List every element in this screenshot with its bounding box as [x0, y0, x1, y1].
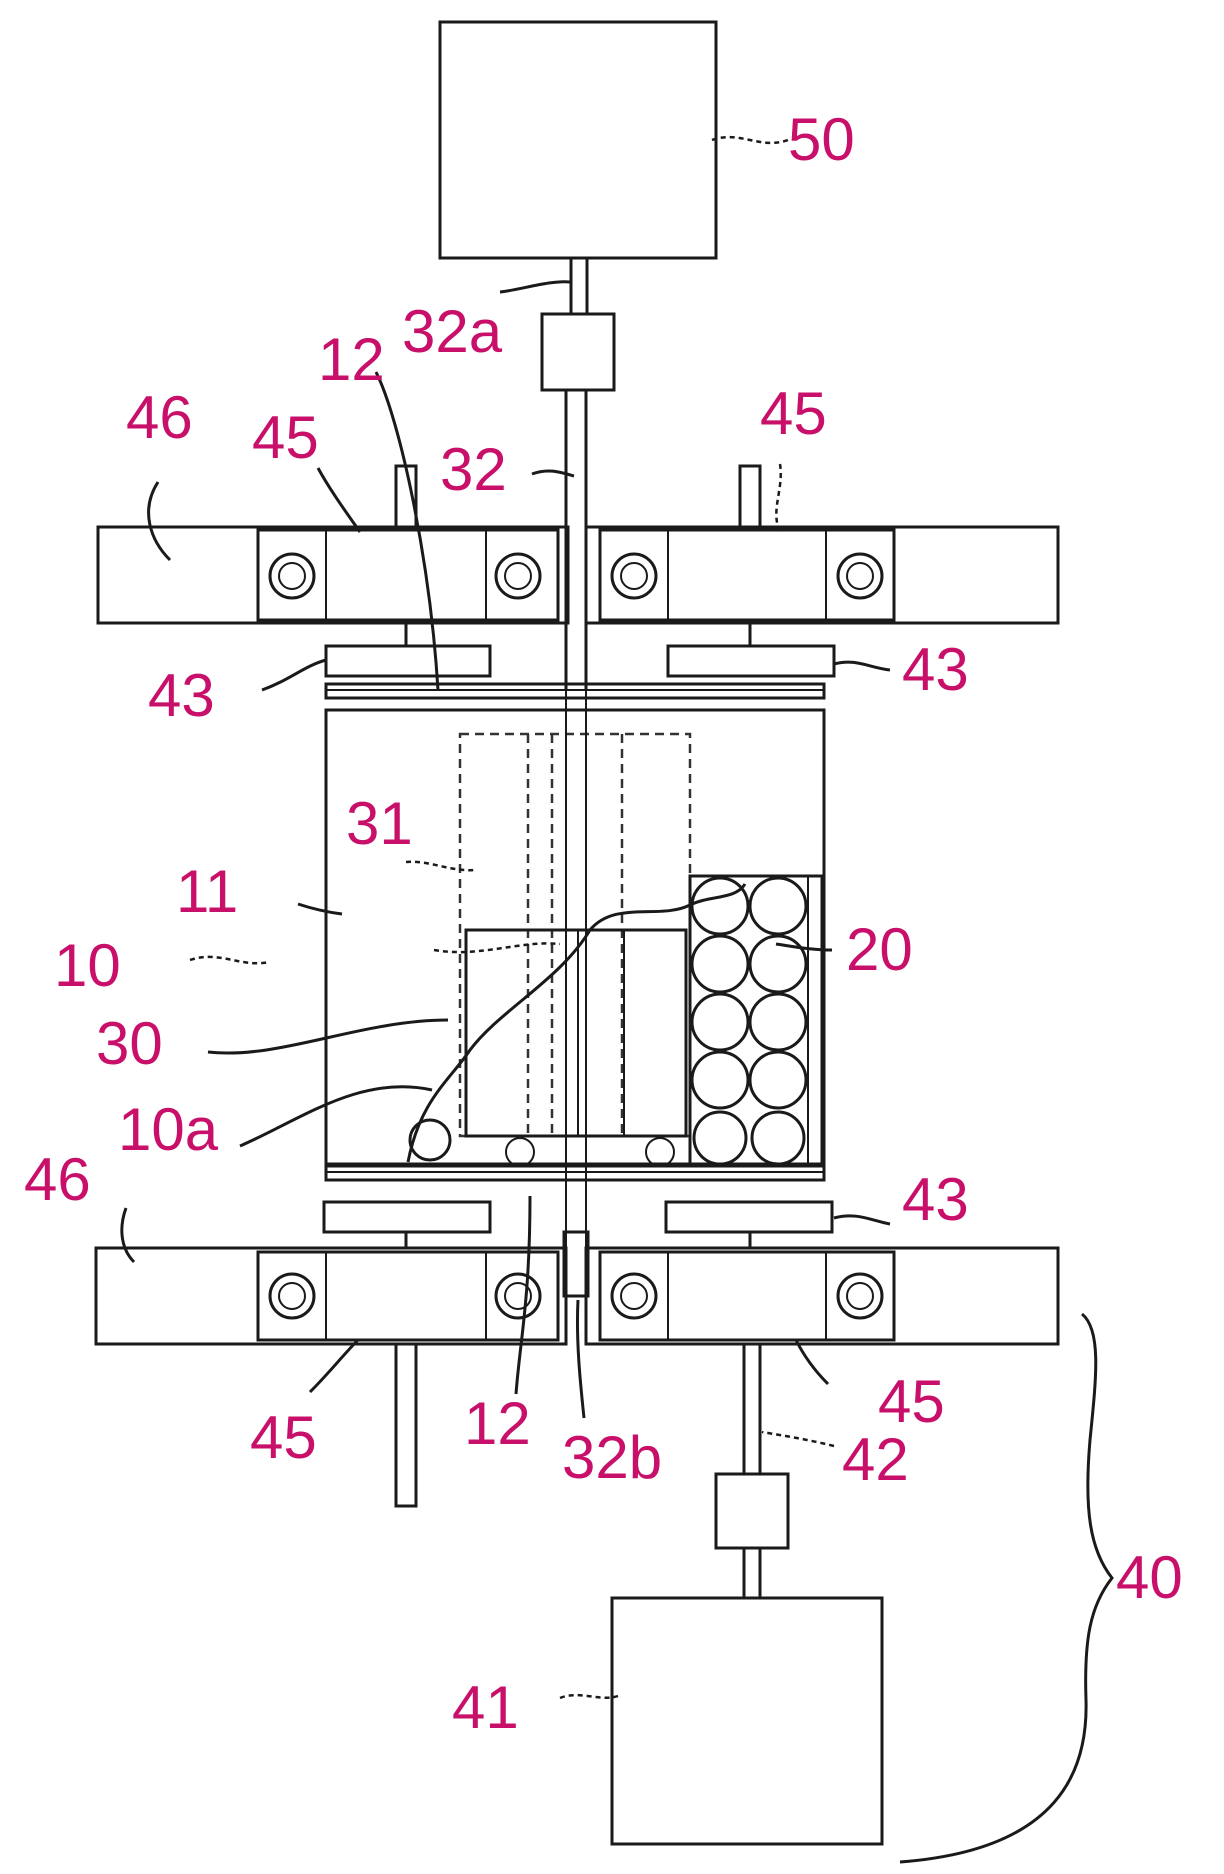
- label-40: 40: [1116, 1544, 1183, 1611]
- bottom-pin-left: [394, 1342, 418, 1508]
- label-46-top: 46: [126, 384, 193, 451]
- bottom-bearing-left: [256, 1250, 560, 1342]
- label-45-top-left: 45: [252, 404, 319, 471]
- bottom-bearing-right: [598, 1250, 896, 1342]
- leader-32: [531, 469, 575, 478]
- shaft-end-32b: [562, 1230, 590, 1298]
- leader-20: [775, 942, 833, 952]
- lower-roller-right: [664, 1200, 834, 1234]
- leader-41: [559, 1693, 619, 1700]
- leader-32a: [499, 280, 571, 294]
- inner-frame-31: [458, 732, 692, 1138]
- upper-roller-right: [666, 644, 836, 678]
- leader-12-bottom: [514, 1195, 532, 1395]
- label-45-bottom-right: 45: [878, 1368, 945, 1435]
- leader-31b: [433, 942, 561, 954]
- label-10a: 10a: [118, 1096, 219, 1163]
- leader-45-bottom-left: [308, 1338, 360, 1394]
- leader-32b: [575, 1299, 586, 1419]
- leader-46-bottom: [120, 1207, 136, 1264]
- leader-12-top: [374, 371, 440, 691]
- leader-42: [761, 1430, 835, 1448]
- label-50: 50: [788, 106, 855, 173]
- leader-45-bottom-right: [794, 1339, 830, 1386]
- label-41: 41: [452, 1674, 519, 1741]
- top-bearing-right: [598, 528, 896, 622]
- top-bearing-left: [256, 528, 560, 622]
- bolt-icon: [494, 552, 542, 600]
- leader-43-upper-left: [261, 658, 327, 692]
- top-motor-box: [438, 20, 718, 260]
- container-body: [324, 708, 826, 1166]
- label-32a: 32a: [402, 298, 503, 365]
- bolt-icon: [268, 552, 316, 600]
- label-46-bottom: 46: [24, 1146, 91, 1213]
- label-11: 11: [176, 858, 238, 925]
- top-pin-right: [738, 464, 762, 530]
- label-31: 31: [346, 790, 413, 857]
- label-12-bottom: 12: [464, 1390, 531, 1457]
- leader-46-top: [147, 481, 172, 562]
- leader-10: [189, 955, 271, 965]
- label-20: 20: [846, 916, 913, 983]
- label-45-top-right: 45: [760, 380, 827, 447]
- bottom-motor-box: [610, 1596, 884, 1846]
- bolt-icon: [610, 1272, 658, 1320]
- leader-11: [297, 902, 343, 916]
- leader-50: [711, 135, 789, 145]
- upper-roller-left: [324, 644, 492, 678]
- bolt-icon: [836, 552, 884, 600]
- media-balls: [690, 876, 808, 1166]
- top-frame-bar-left: [96, 525, 570, 625]
- bolt-icon: [494, 1272, 542, 1320]
- label-42: 42: [842, 1426, 909, 1493]
- top-frame-bar-right: [584, 525, 1060, 625]
- cutaway-boundary: [406, 883, 747, 1163]
- assembly-brace-40: [899, 1312, 1114, 1864]
- bolt-icon: [836, 1272, 884, 1320]
- inner-assembly-30: [464, 928, 688, 1138]
- bolt-icon: [268, 1272, 316, 1320]
- label-30: 30: [96, 1010, 163, 1077]
- lower-coupling: [714, 1472, 790, 1550]
- leader-43-lower-right: [833, 1214, 891, 1226]
- leader-45-top-left: [316, 467, 362, 533]
- label-43-upper-left: 43: [148, 662, 215, 729]
- leader-10a: [239, 1085, 433, 1148]
- label-43-upper-right: 43: [902, 636, 969, 703]
- label-32b: 32b: [562, 1424, 662, 1491]
- media-area-20: [688, 874, 824, 1166]
- leader-30: [207, 1018, 449, 1055]
- bottom-media-balls: [408, 1118, 675, 1167]
- label-43-lower-right: 43: [902, 1166, 969, 1233]
- bolt-icon: [610, 552, 658, 600]
- lower-roller-left: [322, 1200, 492, 1234]
- leader-45-top-right: [775, 463, 782, 533]
- label-12-top: 12: [318, 326, 385, 393]
- label-45-bottom-left: 45: [250, 1404, 317, 1471]
- label-10: 10: [54, 932, 121, 999]
- upper-coupling-32a: [540, 312, 616, 392]
- leader-31: [405, 860, 477, 872]
- leader-43-upper-right: [833, 660, 891, 672]
- label-32: 32: [440, 436, 507, 503]
